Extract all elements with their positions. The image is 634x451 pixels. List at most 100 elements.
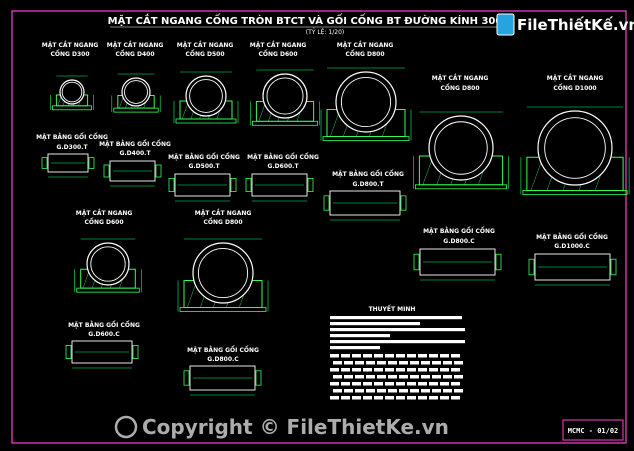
plan-support-left [413, 253, 420, 271]
section-label: MẶT CẮT NGANG [76, 209, 133, 217]
pipe-inner-wall [124, 80, 148, 104]
plan-label: G.D600.C [88, 331, 120, 338]
plan-label: G.D1000.C [554, 243, 590, 250]
notes-word [344, 389, 353, 393]
plan-outline [174, 173, 231, 197]
watermark-text: Copyright © FileThietKe.vn [142, 415, 449, 439]
notes-word [396, 396, 405, 400]
notes-word [454, 361, 463, 365]
section-label: CỐNG D800 [203, 218, 242, 226]
plan-support-left [528, 258, 535, 276]
notes-word [330, 382, 339, 386]
plan-support-left [65, 344, 72, 359]
pipe-outer-wall [335, 71, 397, 133]
pipe-outer-wall [428, 115, 494, 181]
plan-label: MẶT BẰNG GỐI CỐNG [99, 140, 171, 148]
plan-support-right [230, 177, 237, 192]
pipe-inner-wall [266, 77, 304, 115]
plan-support-right [155, 164, 162, 178]
notes-word [344, 361, 353, 365]
notes-word [407, 396, 416, 400]
support-plan [183, 365, 262, 396]
notes-line [330, 334, 390, 338]
notes-word [352, 368, 361, 372]
plan-support-right [400, 195, 407, 211]
plan-label: G.D800.C [207, 356, 239, 363]
plan-outline [419, 248, 496, 276]
plan-label: G.D800.T [352, 181, 384, 188]
support-plan [41, 153, 95, 178]
base-slab [414, 184, 507, 190]
section-label: MẶT CẮT NGANG [107, 41, 164, 49]
section-label: MẶT CẮT NGANG [195, 209, 252, 217]
notes-word [385, 382, 394, 386]
notes-word [432, 375, 441, 379]
plan-support-right [88, 157, 95, 169]
plan-support-left [183, 370, 190, 386]
plan-label: G.D300.T [56, 144, 88, 151]
base-slab [179, 307, 267, 312]
pipe-cross-section [520, 106, 630, 195]
notes-word [410, 389, 419, 393]
pipe-cross-section [413, 111, 509, 190]
pipe-inner-wall [340, 76, 392, 128]
pipe-inner-wall [90, 246, 126, 282]
notes-word [418, 368, 427, 372]
pipe-inner-wall [544, 117, 606, 179]
section-label: CỐNG D1000 [553, 84, 596, 92]
notes-word [330, 396, 339, 400]
notes-word [330, 368, 339, 372]
pipe-inner-wall [434, 121, 488, 175]
notes-word [399, 389, 408, 393]
pipe-inner-wall [61, 81, 83, 103]
plan-support-left [168, 177, 175, 192]
notes-word [429, 396, 438, 400]
notes-line [330, 316, 462, 320]
site-logo[interactable]: FileThiếtKế.vn [496, 13, 634, 36]
notes-word [366, 361, 375, 365]
support-plan [245, 173, 314, 202]
plan-label: MẶT BẰNG GỐI CỐNG [247, 153, 319, 161]
section-labels: MẶT CẮT NGANG CỐNG D300 MẶT CẮT NGANG CỐ… [42, 41, 604, 226]
notes-word [388, 361, 397, 365]
sheet-frame [11, 10, 627, 444]
plan-label: MẶT BẰNG GỐI CỐNG [332, 170, 404, 178]
notes-word [399, 361, 408, 365]
plan-outline [189, 365, 256, 391]
notes-word [374, 368, 383, 372]
notes-word [399, 375, 408, 379]
support-plan [323, 190, 407, 221]
plan-outline [534, 253, 611, 281]
notes-line [330, 328, 465, 332]
notes-word [418, 354, 427, 358]
plan-label: G.D800.C [443, 238, 475, 245]
copyright-watermark: Copyright © FileThietKe.vn [114, 415, 449, 439]
base-slab [113, 107, 159, 113]
notes-word [451, 382, 460, 386]
notes-word [454, 389, 463, 393]
notes-word [432, 389, 441, 393]
base-slab [76, 287, 140, 293]
notes-word [330, 354, 339, 358]
notes-word [341, 354, 350, 358]
notes-word [341, 396, 350, 400]
pipe-outer-wall [262, 73, 308, 119]
base-slab [175, 118, 237, 124]
notes-word [410, 375, 419, 379]
plan-support-right [255, 370, 262, 386]
notes-word [421, 361, 430, 365]
section-label: CỐNG D800 [440, 84, 479, 92]
notes-word [352, 382, 361, 386]
notes-word [443, 361, 452, 365]
pipe-outer-wall [537, 110, 613, 186]
section-label: CỐNG D600 [258, 50, 297, 58]
section-label: MẶT CẮT NGANG [250, 41, 307, 49]
support-plan [528, 253, 617, 286]
plan-support-right [495, 253, 502, 271]
notes-word [418, 382, 427, 386]
notes-word [421, 375, 430, 379]
notes-word [429, 368, 438, 372]
base-slab [322, 136, 410, 141]
notes-word [432, 361, 441, 365]
